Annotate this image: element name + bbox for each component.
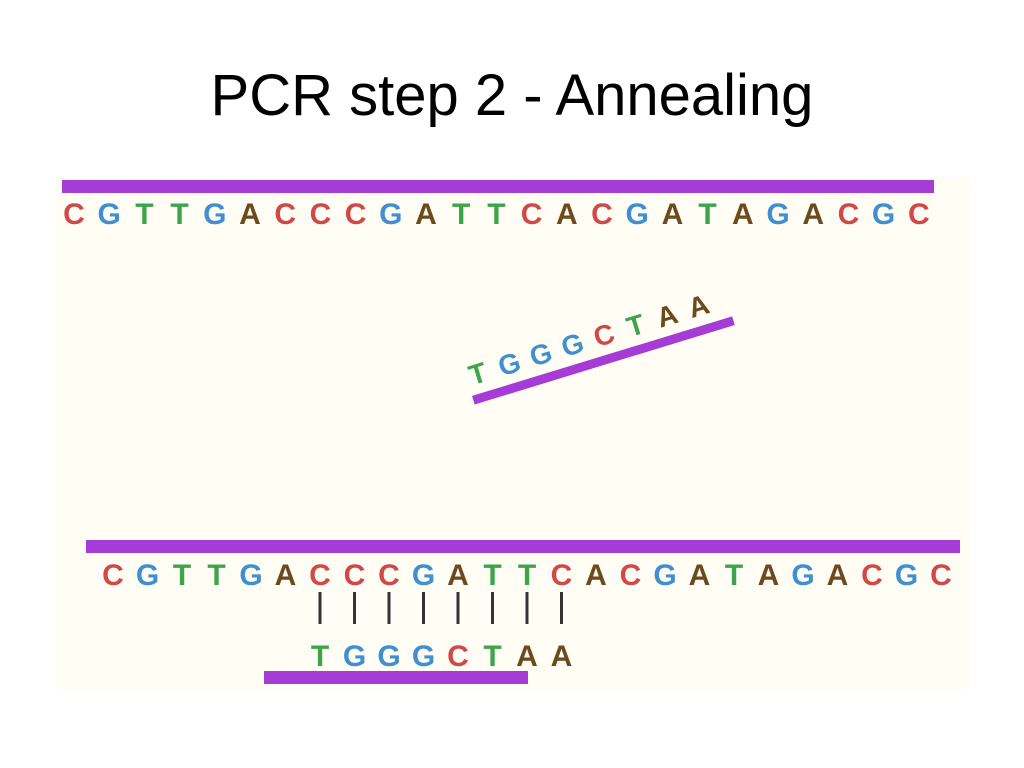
primer-base-floating: A [685,288,713,324]
template-base-bottom: C [551,559,573,592]
template-base-top: C [63,198,85,231]
template-base-bottom: G [791,559,814,592]
slide-title: PCR step 2 - Annealing [210,63,814,128]
template-base-top: G [98,198,121,231]
template-base-bottom: T [173,559,191,592]
template-base-bottom: G [653,559,676,592]
primer-base-annealed: A [516,640,538,673]
template-base-bottom: C [620,559,642,592]
template-base-bottom: T [483,559,501,592]
hydrogen-bonds [318,592,563,624]
template-base-top: T [135,198,153,231]
primer-base-annealed: T [311,640,329,673]
template-base-top: T [698,198,716,231]
primer-backbone-floating [472,316,735,405]
template-base-top: A [802,198,824,231]
template-base-bottom: T [725,559,743,592]
template-base-top: C [345,198,367,231]
template-base-top: C [310,198,332,231]
template-base-top: A [415,198,437,231]
template-base-top: A [732,198,754,231]
template-base-top: T [487,198,505,231]
primer-backbone-annealed [264,671,528,684]
template-base-top: T [170,198,188,231]
template-base-top: C [838,198,860,231]
template-base-bottom: G [136,559,159,592]
template-base-bottom: C [102,559,124,592]
primer-base-annealed: G [412,640,435,673]
template-base-bottom: G [412,559,435,592]
primer-base-floating: C [590,317,618,353]
template-base-bottom: T [207,559,225,592]
template-base-top: A [556,198,578,231]
template-base-top: G [626,198,649,231]
template-base-bottom: A [447,559,469,592]
template-base-top: G [872,198,895,231]
template-base-top: C [908,198,930,231]
template-base-top: G [203,198,226,231]
template-base-bottom: C [309,559,331,592]
template-base-top: G [379,198,402,231]
template-base-top: C [521,198,543,231]
template-base-top: A [662,198,684,231]
template-base-top: T [452,198,470,231]
template-base-bottom: A [758,559,780,592]
primer-base-annealed: C [447,640,469,673]
primer-base-floating: T [623,308,648,343]
template-base-bottom: C [930,559,952,592]
primer-base-annealed: T [483,640,501,673]
primer-base-floating: G [526,336,556,372]
template-base-bottom: T [518,559,536,592]
template-base-bottom: C [344,559,366,592]
template-base-top: A [239,198,261,231]
template-base-bottom: C [861,559,883,592]
template-backbone-bottom [86,540,960,553]
primer-base-annealed: A [551,640,573,673]
primer-base-floating: G [558,327,588,363]
primer-base-floating: G [494,346,524,382]
template-base-top: C [591,198,613,231]
template-base-bottom: A [827,559,849,592]
primer-base-annealed: G [343,640,366,673]
template-base-bottom: A [585,559,607,592]
primer-base-floating: A [653,298,681,334]
template-base-top: G [766,198,789,231]
primer-base-floating: T [465,356,490,391]
template-base-top: C [274,198,296,231]
primer-base-annealed: G [377,640,400,673]
template-base-bottom: C [378,559,400,592]
template-base-bottom: A [689,559,711,592]
template-base-bottom: G [895,559,918,592]
template-base-bottom: A [275,559,297,592]
template-backbone-top [62,180,934,193]
template-base-bottom: G [239,559,262,592]
